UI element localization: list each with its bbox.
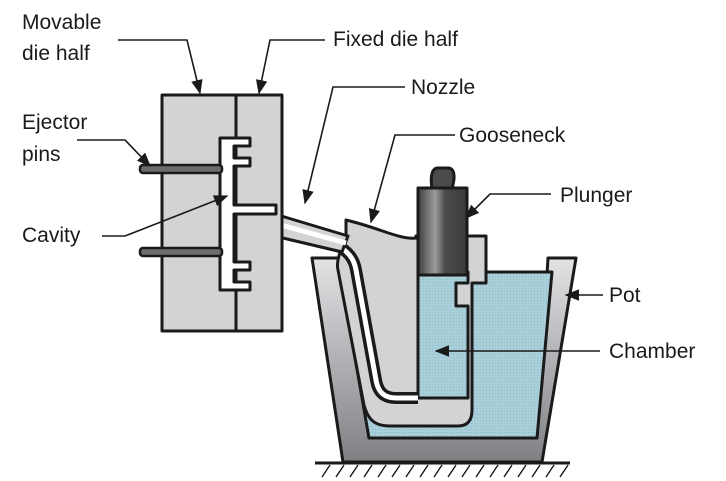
plunger	[416, 166, 469, 277]
label-nozzle: Nozzle	[411, 76, 475, 99]
leader-lines	[77, 39, 603, 357]
label-pot: Pot	[609, 284, 641, 307]
label-fixed-die: Fixed die half	[333, 28, 458, 51]
cavity	[218, 136, 278, 292]
label-ejector-1: Ejector	[22, 111, 87, 134]
label-gooseneck: Gooseneck	[459, 124, 566, 147]
ejector-pins	[138, 163, 224, 258]
label-movable-die-2: die half	[22, 42, 90, 65]
label-plunger: Plunger	[560, 184, 632, 207]
label-chamber: Chamber	[609, 340, 695, 363]
label-movable-die-1: Movable	[22, 11, 101, 34]
die	[138, 93, 284, 333]
label-ejector-2: pins	[22, 143, 61, 166]
label-cavity: Cavity	[22, 224, 81, 247]
ground	[315, 461, 570, 478]
